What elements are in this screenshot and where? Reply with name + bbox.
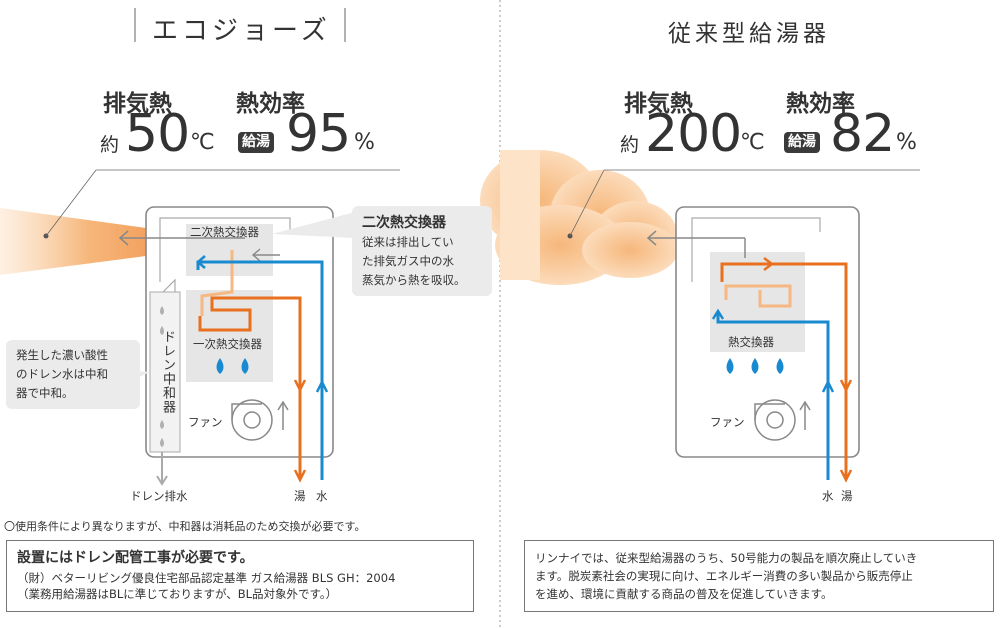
left-fan-label: ファン [188,415,223,429]
right-exhaust-temp: 200 [645,104,742,164]
callout-drain-line: のドレン水は中和 [16,367,108,381]
callout-secondary-line: 従来は排出してい [362,235,454,249]
hot-pipe-right [720,262,848,480]
left-notice-line: （業務用給湯器はBLに準じておりますが、BL品対象外です。） [17,587,338,601]
left-efficiency-value: 95 [286,104,351,164]
left-water-label: 水 [316,489,328,503]
right-efficiency-unit: % [896,130,917,155]
primary-hx-label: 一次熱交換器 [193,337,262,351]
secondary-hx-label: 二次熱交換器 [190,225,259,239]
right-water-label: 水 [822,489,834,503]
right-hot-water-tag: 給湯 [784,132,820,153]
right-title: 従来型給湯器 [668,21,830,47]
left-temp-unit: ℃ [190,130,215,155]
left-footnote: 〇使用条件により異なりますが、中和器は消耗品のため交換が必要です。 [4,520,366,533]
left-title: エコジョーズ [152,16,331,46]
drain-neutralizer-label: ドレン中和器 [160,330,175,414]
hot-pipe-left [198,296,302,480]
callout-secondary-line: 蒸気から熱を吸収。 [362,273,466,287]
left-notice-line: （財）ベターリビング優良住宅部品認定基準 ガス給湯器 BLS GH：2004 [17,571,396,585]
left-hot-water-tag: 給湯 [238,132,274,153]
right-notice-line: を進め、環境に貢献する商品の普及を促進していきます。 [535,587,833,601]
callout-drain-line: 器で中和。 [16,386,74,400]
left-hot-label: 湯 [294,489,306,503]
right-temp-unit: ℃ [740,130,765,155]
right-efficiency-value: 82 [830,104,895,164]
right-exhaust-heat-label: 排気熱 [624,91,693,117]
right-approx-label: 約 [620,134,640,156]
drain-drops-left [160,306,164,447]
right-efficiency-label: 熱効率 [786,91,855,117]
right-notice-box: リンナイでは、従来型給湯器のうち、50号能力の製品を順次廃止していき ます。脱炭… [524,540,994,612]
right-hot-label: 湯 [841,489,853,503]
callout-secondary-line: た排気ガス中の水 [362,254,454,268]
left-exhaust-heat-label: 排気熱 [103,91,172,117]
cold-pipe-left [196,260,324,480]
right-fan-label: ファン [710,415,745,429]
left-approx-label: 約 [100,134,120,156]
callout-drain-line: 発生した濃い酸性 [16,348,108,362]
left-efficiency-unit: % [354,130,375,155]
drain-discharge-label: ドレン排水 [130,489,188,503]
leader-line-right [569,169,605,237]
leader-line-left [45,169,97,237]
fan-icon [231,399,273,441]
right-notice-line: リンナイでは、従来型給湯器のうち、50号能力の製品を順次廃止していき [535,551,918,565]
left-notice-box: 設置にはドレン配管工事が必要です。 （財）ベターリビング優良住宅部品認定基準 ガ… [6,540,474,612]
left-efficiency-label: 熱効率 [236,91,305,117]
exhaust-plume-left [0,208,146,275]
left-exhaust-temp: 50 [125,104,190,164]
callout-secondary-title: 二次熱交換器 [362,215,446,231]
water-drop-icon [216,358,249,374]
callout-secondary-hx: 二次熱交換器 従来は排出してい た排気ガス中の水 蒸気から熱を吸収。 [352,206,492,296]
callout-drain: 発生した濃い酸性 のドレン水は中和 器で中和。 [6,340,140,409]
cold-pipe-right [716,312,830,480]
right-hx-label: 熱交換器 [728,335,774,349]
right-notice-line: ます。脱炭素社会の実現に向け、エネルギー消費の多い製品から販売停止 [535,569,913,583]
left-notice-title: 設置にはドレン配管工事が必要です。 [17,550,254,566]
arrow-icon [118,230,129,246]
